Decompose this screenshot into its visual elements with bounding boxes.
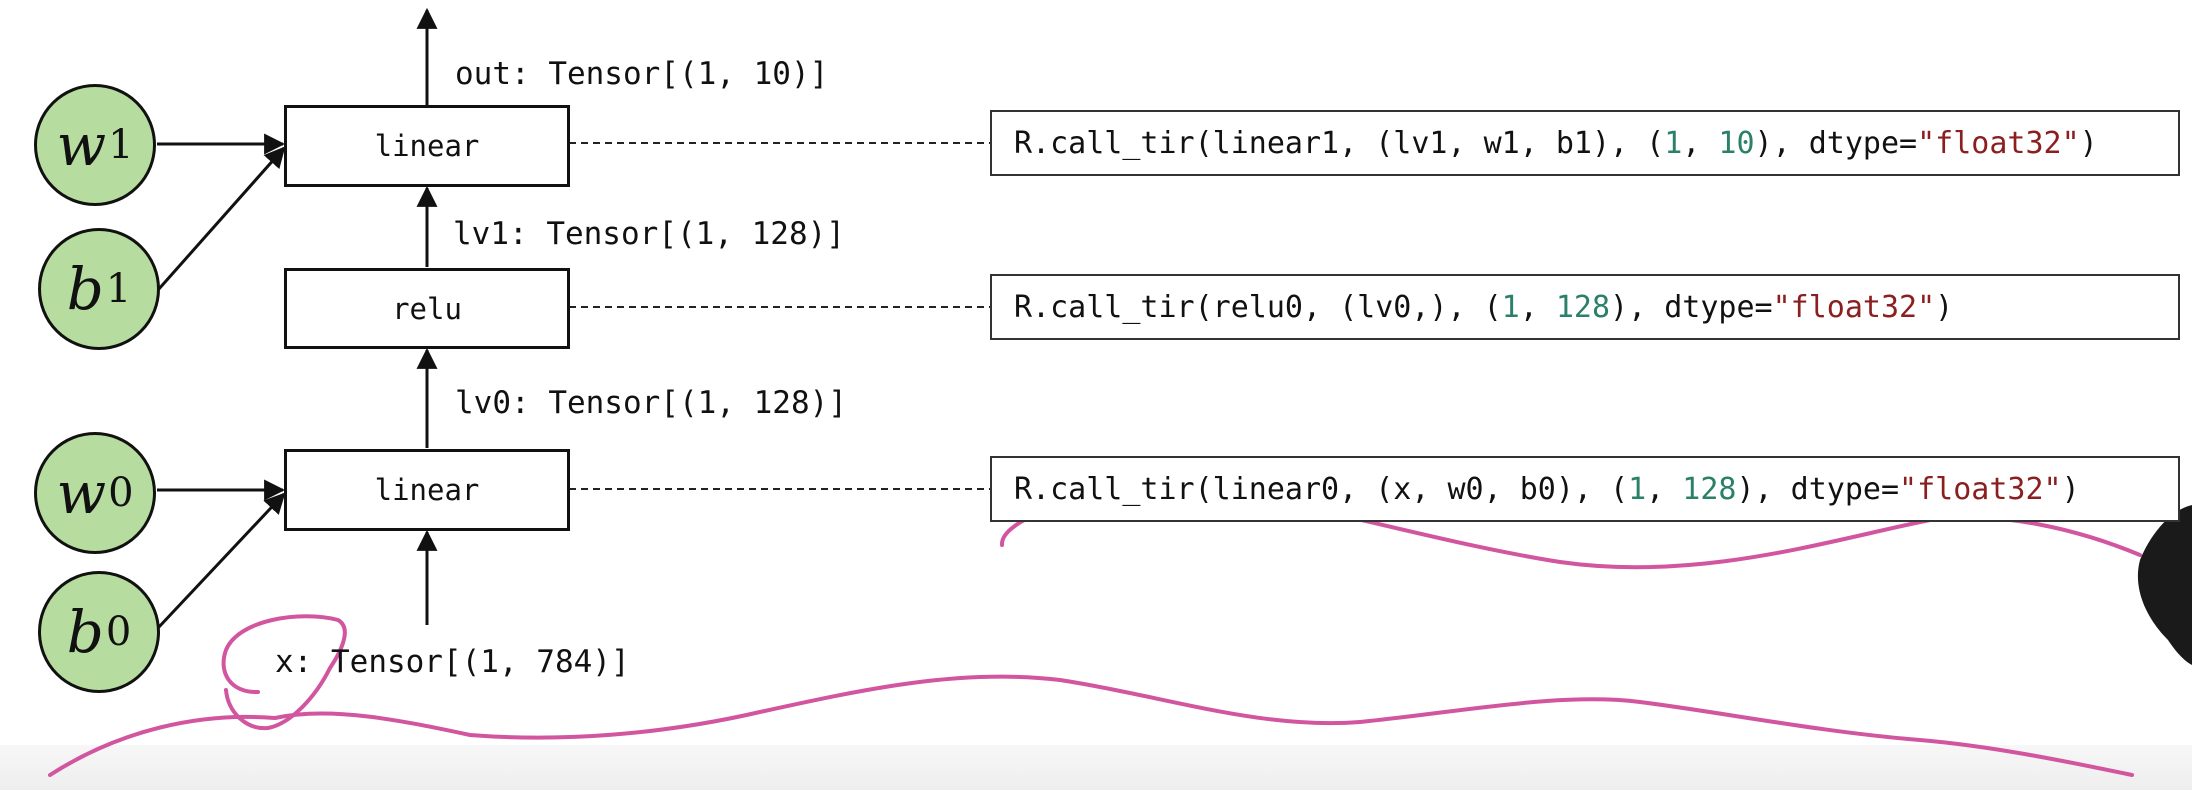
tensor-label-x: x: Tensor[(1, 784)] bbox=[275, 644, 630, 680]
tensor-label-lv0: lv0: Tensor[(1, 128)] bbox=[455, 385, 847, 421]
code-relu0: R.call_tir(relu0, (lv0,), (1, 128), dtyp… bbox=[990, 274, 2180, 340]
code-relu0-dtype: "float32" bbox=[1772, 289, 1936, 325]
code-linear0-n2: 128 bbox=[1682, 471, 1737, 507]
code-relu0-prefix: R.call_tir(relu0, (lv0,), ( bbox=[1014, 289, 1502, 325]
code-linear1-prefix: R.call_tir(linear1, (lv1, w1, b1), ( bbox=[1014, 125, 1665, 161]
annotation-circle-x bbox=[221, 614, 347, 731]
node-b1-sub: 1 bbox=[105, 266, 132, 312]
tensor-label-lv1: lv1: Tensor[(1, 128)] bbox=[453, 216, 845, 252]
op-linear-top: linear bbox=[284, 105, 570, 187]
code-linear1-suffix: ) bbox=[2079, 125, 2098, 161]
code-relu0-mid: ), dtype= bbox=[1610, 289, 1773, 325]
code-linear1-dtype: "float32" bbox=[1917, 125, 2080, 161]
tensor-label-out: out: Tensor[(1, 10)] bbox=[455, 56, 829, 92]
node-b0-base: b bbox=[66, 598, 104, 666]
arrow-b0-to-linear0 bbox=[156, 492, 286, 630]
code-linear0: R.call_tir(linear0, (x, w0, b0), (1, 128… bbox=[990, 456, 2180, 522]
edge-blob bbox=[2137, 505, 2192, 665]
code-linear1-n1: 1 bbox=[1664, 125, 1683, 161]
code-linear1-n2: 10 bbox=[1718, 125, 1755, 161]
node-w1-base: w bbox=[56, 111, 107, 179]
bottom-band bbox=[0, 745, 2192, 790]
node-w1-sub: 1 bbox=[108, 122, 134, 168]
code-linear0-prefix: R.call_tir(linear0, (x, w0, b0), ( bbox=[1014, 471, 1629, 507]
code-relu0-n2: 128 bbox=[1555, 289, 1611, 325]
code-linear0-sep: , bbox=[1646, 471, 1683, 507]
code-linear0-dtype: "float32" bbox=[1899, 471, 2062, 507]
node-w0-base: w bbox=[56, 459, 107, 527]
code-linear1-sep: , bbox=[1682, 125, 1719, 161]
op-linear-bottom: linear bbox=[284, 449, 570, 531]
code-linear1: R.call_tir(linear1, (lv1, w1, b1), (1, 1… bbox=[990, 110, 2180, 176]
code-linear0-suffix: ) bbox=[2061, 471, 2080, 507]
node-w0-sub: 0 bbox=[108, 470, 134, 516]
code-linear1-mid: ), dtype= bbox=[1754, 125, 1918, 161]
node-b1-base: b bbox=[66, 255, 104, 323]
op-relu: relu bbox=[284, 268, 570, 349]
code-linear0-n1: 1 bbox=[1628, 471, 1647, 507]
code-linear0-mid: ), dtype= bbox=[1736, 471, 1900, 507]
arrow-b1-to-linear1 bbox=[156, 146, 286, 291]
annotation-underline-bottom bbox=[48, 674, 2134, 777]
code-relu0-suffix: ) bbox=[1935, 289, 1954, 325]
node-b0-sub: 0 bbox=[105, 609, 132, 655]
code-relu0-n1: 1 bbox=[1501, 289, 1520, 325]
code-relu0-sep: , bbox=[1519, 289, 1556, 325]
